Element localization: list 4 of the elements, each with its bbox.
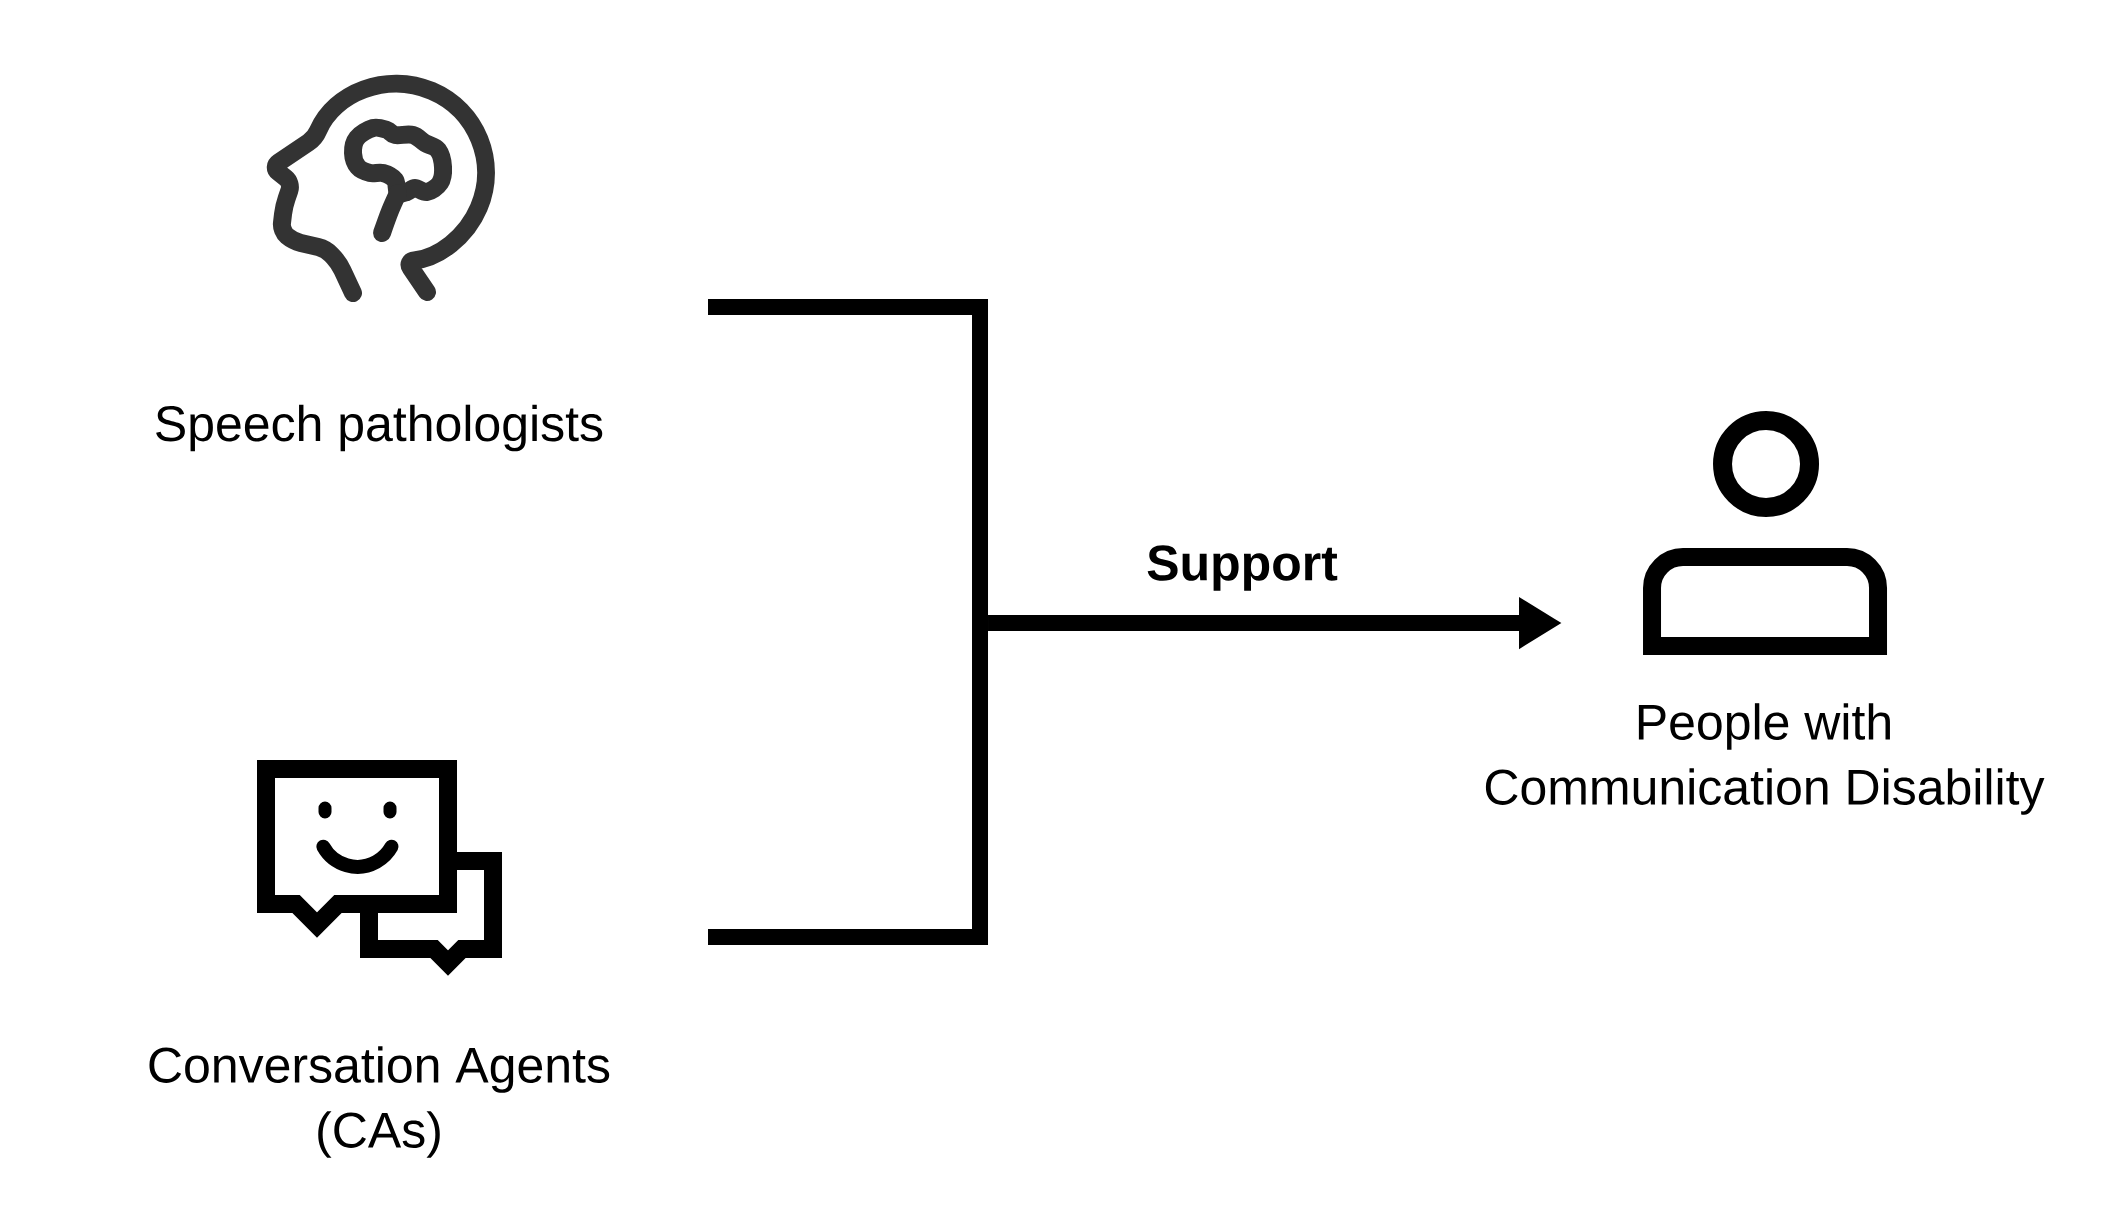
node-label: Conversation Agents (CAs) [149, 1046, 610, 1158]
node-label: People with Communication Disability [1485, 703, 2045, 815]
connector-line [708, 623, 988, 945]
node-label: Speech pathologists [156, 404, 603, 452]
